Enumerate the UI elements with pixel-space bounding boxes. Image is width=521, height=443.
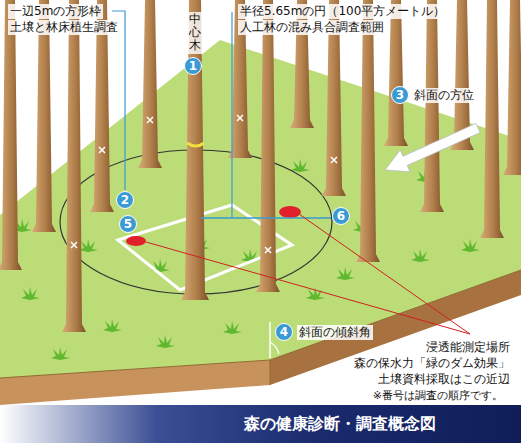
cross-mark: [99, 147, 105, 153]
callout-text: 4: [280, 326, 288, 338]
annotation-label: ※番号は調査の順序です。: [371, 389, 505, 403]
annotation-label: 人工林の混み具合調査範囲: [238, 20, 386, 35]
soil-side-face: [270, 270, 521, 385]
grass-tuft: [291, 159, 310, 172]
diagram-title: 森の健康診断・調査概念図: [244, 414, 436, 433]
leader-line: [112, 11, 125, 190]
grass-tuft: [336, 267, 355, 280]
slope-edge: [270, 360, 271, 385]
annotation-label: 斜面の方位: [412, 88, 476, 103]
tree-trunk: [256, 0, 280, 292]
callout-number: 3: [391, 86, 409, 104]
callout-number: 5: [119, 215, 137, 233]
grass-tuft: [21, 287, 40, 300]
annotation-label: 土壌と林床植生調査: [8, 20, 120, 35]
callout-text: 1: [189, 60, 197, 72]
soil-front-face: [0, 360, 270, 405]
leader-line: [146, 242, 470, 334]
grass-tuft: [51, 347, 70, 360]
counted-tree-marks: [71, 115, 337, 253]
trees: [0, 0, 521, 332]
title-banner: [0, 405, 521, 443]
annotation-label: 一辺5mの方形枠: [8, 4, 103, 19]
center-tree-trunk: [181, 0, 209, 300]
tree-trunk: [384, 0, 408, 146]
callout-number: 2: [116, 191, 134, 209]
annotation-label: 浸透能測定場所: [424, 340, 512, 355]
callout-text: 3: [396, 89, 404, 101]
slope-direction-arrow: [385, 123, 480, 171]
grass-tuft: [156, 335, 175, 348]
cross-mark: [265, 247, 271, 253]
tree-trunk: [420, 0, 444, 212]
callout-text: 6: [337, 210, 345, 222]
callout-text: 5: [124, 218, 132, 230]
grass-tuft: [306, 287, 325, 300]
annotation-label: 半径5.65mの円（100平方メートル）: [238, 4, 447, 19]
grass-tuft: [103, 319, 122, 332]
cross-mark: [331, 157, 337, 163]
infiltration-point: [279, 206, 301, 218]
tree-trunk: [62, 0, 86, 332]
grass-tuft: [223, 321, 242, 334]
cross-mark: [71, 242, 77, 248]
annotation-label: 斜面の傾斜角: [297, 325, 373, 340]
tree-trunk: [356, 0, 380, 262]
callout-number: 6: [332, 207, 350, 225]
tree-trunk: [503, 0, 521, 175]
tree-trunk: [0, 0, 22, 270]
leader-line: [231, 12, 232, 218]
angle-arc: [270, 342, 279, 354]
center-tree-band: [187, 143, 204, 146]
tree-trunk: [138, 0, 162, 168]
grass-tuft: [461, 239, 480, 252]
annotation-label: 森の保水力「緑のダム効果」: [352, 356, 512, 371]
cross-mark: [147, 117, 153, 123]
radius-line: [201, 217, 331, 219]
leader-line: [299, 214, 470, 334]
angle-marker: [269, 322, 271, 358]
callout-number: 1: [184, 57, 202, 75]
cross-mark: [237, 115, 243, 121]
callout-number: 4: [275, 323, 293, 341]
annotation-label: 土壌資料採取はこの近辺: [376, 372, 512, 387]
grass-tuft: [411, 249, 430, 262]
annotation-label: 中心木: [188, 12, 202, 54]
infiltration-point: [126, 236, 146, 246]
callout-text: 2: [121, 194, 129, 206]
tree-trunk: [480, 0, 504, 238]
grass-tuft: [79, 239, 98, 252]
